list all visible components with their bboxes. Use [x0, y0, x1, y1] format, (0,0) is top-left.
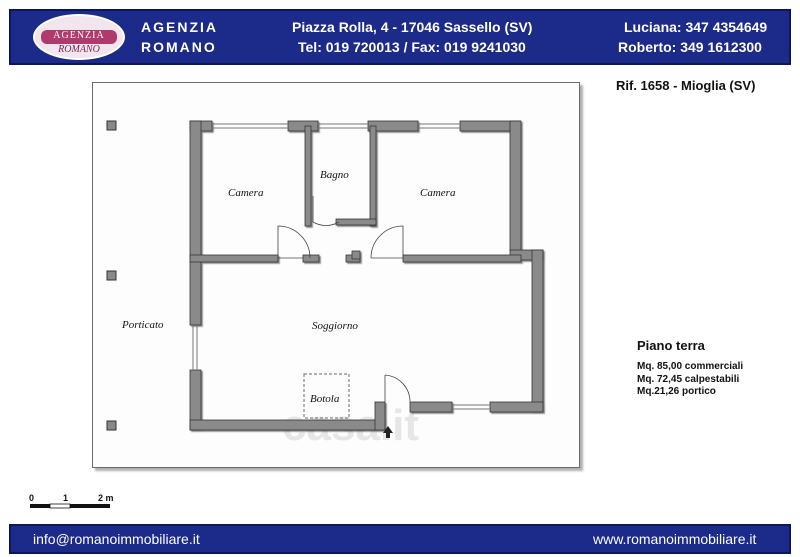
area-label-porticato: Porticato — [121, 319, 164, 331]
room-label-camera-left: Camera — [228, 187, 264, 199]
agency-phones: Tel: 019 720013 / Fax: 019 9241030 — [298, 39, 526, 55]
area-commerciali: Mq. 85,00 commerciali — [637, 361, 744, 372]
logo-text-agenzia: AGENZIA — [53, 30, 105, 41]
room-label-botola: Botola — [310, 393, 340, 405]
pillar — [106, 420, 117, 431]
footer-email-link[interactable]: info@romanoimmobiliare.it — [33, 531, 200, 547]
door-swings — [277, 196, 411, 403]
floor-level-title: Piano terra — [637, 338, 705, 353]
area-portico: Mq.21,26 portico — [637, 386, 716, 397]
room-label-camera-right: Camera — [420, 187, 456, 199]
scale-bar — [30, 503, 110, 509]
pillar — [106, 120, 117, 131]
logo-ribbon — [41, 30, 117, 44]
pillar — [106, 270, 117, 281]
logo-text-romano: ROMANO — [58, 44, 100, 55]
room-label-soggiorno: Soggiorno — [312, 320, 358, 332]
agency-name-line2: ROMANO — [141, 39, 217, 55]
agency-name-line1: AGENZIA — [141, 19, 218, 35]
contact-luciana: Luciana: 347 4354649 — [624, 19, 768, 35]
header-bar: AGENZIA ROMANO AGENZIA ROMANO Piazza Rol… — [9, 9, 791, 65]
scale-label-one: 1 — [63, 493, 69, 503]
scale-label-zero: 0 — [29, 493, 35, 503]
botola-outline — [303, 373, 350, 419]
agency-address: Piazza Rolla, 4 - 17046 Sassello (SV) — [292, 19, 533, 35]
room-label-bagno: Bagno — [320, 169, 349, 181]
scale-label-two: 2 m — [98, 493, 114, 503]
entrance-arrow-icon — [383, 426, 393, 438]
contact-roberto: Roberto: 349 1612300 — [618, 39, 762, 55]
area-calpestabili: Mq. 72,45 calpestabili — [637, 374, 740, 385]
footer-bar: info@romanoimmobiliare.it www.romanoimmo… — [9, 524, 791, 554]
footer-website-link[interactable]: www.romanoimmobiliare.it — [593, 531, 757, 547]
windows — [192, 123, 490, 410]
agency-logo: AGENZIA ROMANO — [33, 14, 125, 60]
property-reference: Rif. 1658 - Mioglia (SV) — [616, 78, 756, 93]
walls — [189, 120, 544, 431]
